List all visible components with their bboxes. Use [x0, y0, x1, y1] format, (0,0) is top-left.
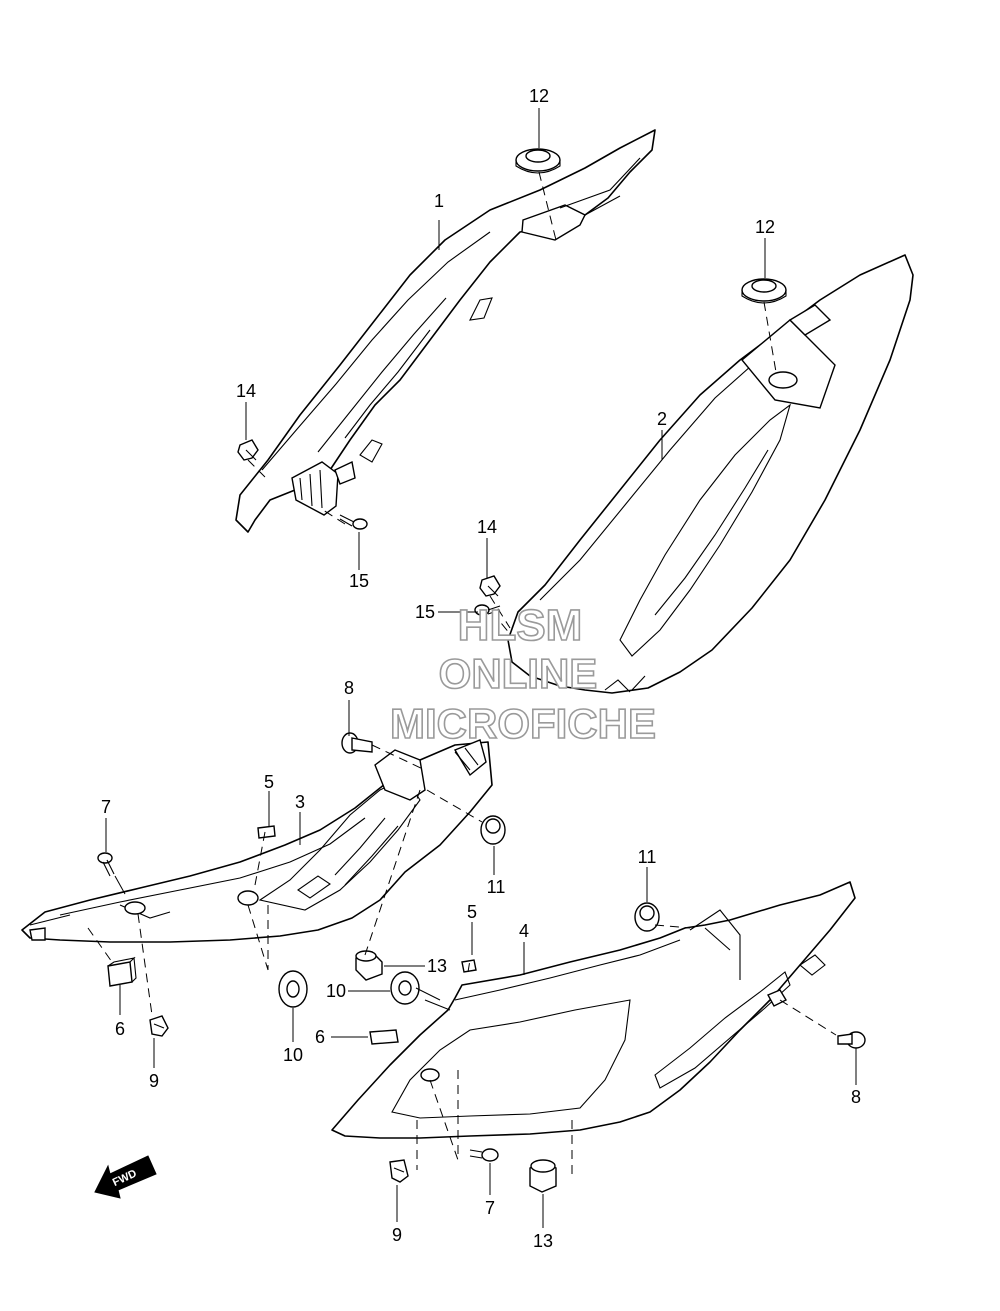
callout-11-left: 11 [487, 877, 506, 897]
pad-part-6-upper[interactable] [107, 956, 137, 987]
callout-12-upper: 12 [529, 86, 549, 106]
callout-9-lower: 9 [392, 1225, 402, 1245]
grommet-part-12-upper[interactable] [515, 148, 561, 174]
callout-6-upper: 6 [115, 1019, 125, 1039]
grommet-part-10-right[interactable] [390, 971, 420, 1005]
side-cover-part-4[interactable] [331, 881, 856, 1139]
screw-part-7-upper[interactable] [97, 852, 115, 877]
callout-15-lower: 15 [415, 602, 435, 622]
callout-9-upper: 9 [149, 1071, 159, 1091]
callout-15-upper: 15 [349, 571, 369, 591]
clip-nut-part-9-lower[interactable] [389, 1159, 409, 1183]
callout-5-lower: 5 [467, 902, 477, 922]
frame-cover-part-1[interactable] [235, 129, 656, 533]
callout-10-left: 10 [283, 1045, 303, 1065]
callout-14-lower: 14 [477, 517, 497, 537]
clip-part-14-lower[interactable] [479, 575, 501, 597]
callout-14-upper: 14 [236, 381, 256, 401]
watermark-line-3: MICROFICHE [390, 700, 656, 747]
cushion-part-13-lower[interactable] [529, 1159, 557, 1193]
grommet-part-11-right[interactable] [634, 902, 660, 932]
callout-7-upper: 7 [101, 797, 111, 817]
callout-labels: 1 12 12 2 14 15 14 15 8 5 3 7 11 11 13 1… [101, 86, 861, 1251]
grommet-part-10-left[interactable] [278, 970, 308, 1008]
screw-part-15-upper[interactable] [339, 514, 368, 530]
callout-13-lower: 13 [533, 1231, 553, 1251]
clip-nut-part-9-upper[interactable] [149, 1015, 169, 1037]
callout-2: 2 [657, 409, 667, 429]
callout-7-lower: 7 [485, 1198, 495, 1218]
callout-13-upper: 13 [427, 956, 447, 976]
pad-part-6-lower[interactable] [369, 1029, 399, 1045]
callout-3: 3 [295, 792, 305, 812]
callout-6-lower: 6 [315, 1027, 325, 1047]
clip-part-14-upper[interactable] [237, 439, 259, 461]
grommet-part-11-left[interactable] [480, 815, 506, 845]
screw-part-15-lower[interactable] [474, 604, 501, 616]
assembly-dash-lines [87, 171, 837, 1176]
watermark-line-1: HLSM [458, 601, 583, 650]
watermark: HLSM ONLINE MICROFICHE [389, 600, 657, 748]
pad-part-5-upper[interactable] [257, 825, 276, 839]
side-cover-part-3[interactable] [21, 739, 493, 943]
screw-part-7-lower[interactable] [469, 1148, 499, 1162]
bolt-part-8-lower[interactable] [837, 1031, 866, 1049]
callout-8-upper: 8 [344, 678, 354, 698]
callout-10-right: 10 [326, 981, 346, 1001]
callout-12-lower: 12 [755, 217, 775, 237]
callout-5-upper: 5 [264, 772, 274, 792]
forward-arrow-badge: FWD [94, 1155, 157, 1199]
callout-8-lower: 8 [851, 1087, 861, 1107]
cushion-part-13-upper[interactable] [355, 950, 383, 981]
grommet-part-12-lower[interactable] [741, 278, 787, 304]
callout-1: 1 [434, 191, 444, 211]
bolt-part-8-upper[interactable] [341, 732, 373, 754]
callout-11-right: 11 [638, 847, 657, 867]
callout-4: 4 [519, 921, 529, 941]
forward-arrow-icon [94, 1155, 157, 1199]
frame-cover-part-2[interactable] [507, 254, 914, 694]
leader-lines [105, 108, 857, 1228]
watermark-line-2: ONLINE [439, 650, 598, 697]
